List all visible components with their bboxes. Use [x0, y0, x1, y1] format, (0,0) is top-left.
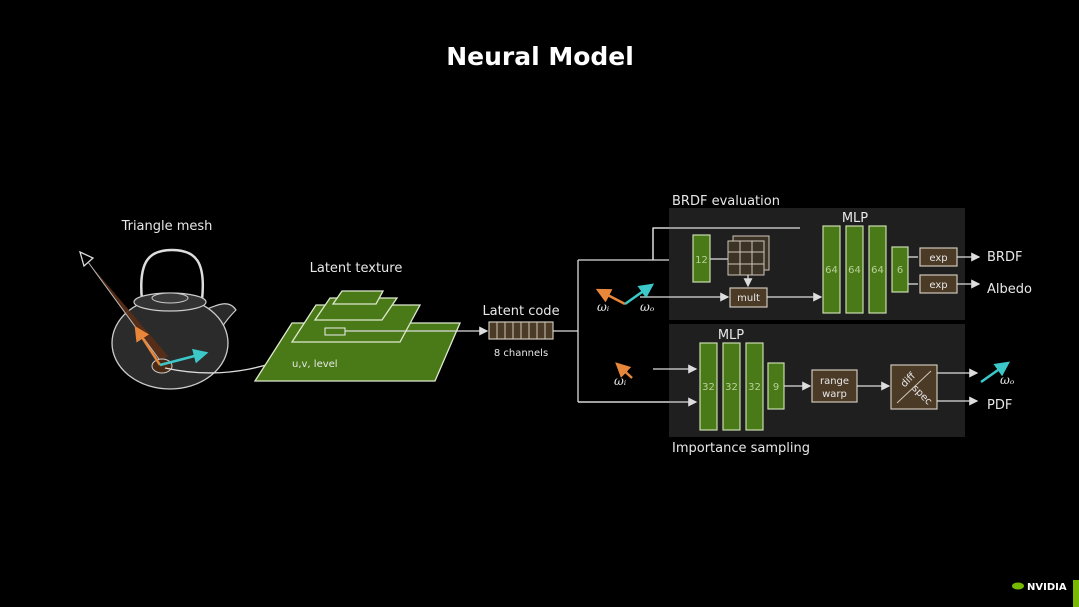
nvidia-logo: NVIDIA: [1012, 580, 1079, 607]
mlp-label: MLP: [842, 211, 868, 226]
input-box-label: 12: [695, 255, 708, 266]
camera-icon: [78, 250, 95, 268]
omega-o-label: ωₒ: [640, 300, 655, 314]
brdf-output-label: BRDF: [987, 250, 1022, 265]
importance-label: Importance sampling: [672, 441, 810, 456]
matrix-grid-icon: [727, 235, 770, 276]
layer-label: 32: [748, 382, 761, 393]
latent-texture: Latent texture u,v, level: [253, 261, 489, 382]
output-box-label: 6: [897, 265, 903, 276]
warp-label: warp: [822, 389, 847, 400]
mlp-label: MLP: [718, 328, 744, 343]
channels-label: 8 channels: [494, 348, 548, 359]
layer-label: 32: [725, 382, 738, 393]
exp-label: exp: [929, 253, 947, 264]
latent-code: Latent code 8 channels: [482, 304, 559, 359]
brdf-eval-label: BRDF evaluation: [672, 194, 780, 209]
importance-sampling-panel: Importance sampling MLP ωᵢ 32 32 32 9 ra…: [578, 324, 1015, 456]
layer-label: 32: [702, 382, 715, 393]
brdf-evaluation-panel: BRDF evaluation 12 mult ωᵢ ωₒ MLP 64 64 …: [595, 194, 1032, 320]
exp-label: exp: [929, 280, 947, 291]
slide-title: Neural Model: [446, 42, 634, 71]
albedo-output-label: Albedo: [987, 282, 1032, 297]
range-label: range: [820, 376, 849, 387]
latent-texture-label: Latent texture: [310, 261, 403, 276]
omega-i-label: ωᵢ: [597, 300, 610, 314]
mult-label: mult: [737, 293, 760, 304]
latent-code-label: Latent code: [482, 304, 559, 319]
layer-label: 64: [825, 265, 838, 276]
incoming-direction-arrow: [134, 325, 162, 366]
output-box-label: 9: [773, 382, 779, 393]
teapot-mesh: Triangle mesh: [78, 219, 324, 390]
pdf-output-label: PDF: [987, 398, 1012, 413]
outgoing-direction-arrow: [159, 348, 209, 367]
layer-label: 64: [871, 265, 884, 276]
layer-label: 64: [848, 265, 861, 276]
uv-level-label: u,v, level: [292, 359, 338, 370]
omega-i-label: ωᵢ: [614, 374, 627, 388]
mesh-label: Triangle mesh: [121, 219, 213, 234]
logo-text: NVIDIA: [1027, 582, 1067, 593]
sampled-direction-label: ωₒ: [1000, 373, 1015, 387]
